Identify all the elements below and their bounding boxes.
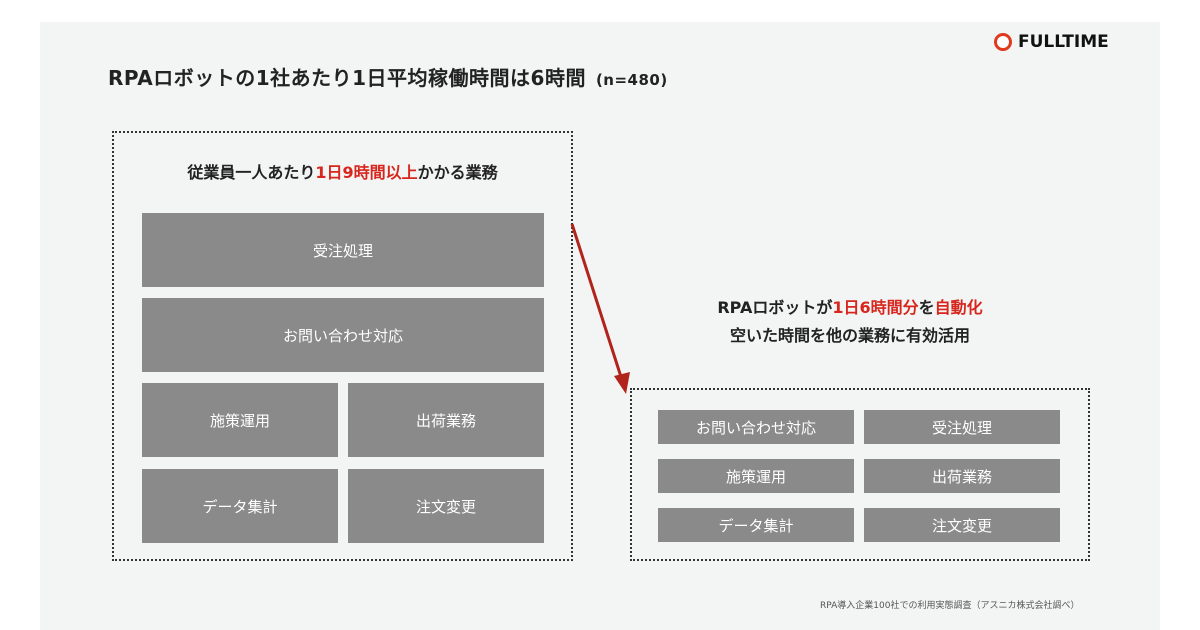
after-box: お問い合わせ対応 受注処理 施策運用 出荷業務 データ集計 注文変更 [630,388,1090,561]
before-heading: 従業員一人あたり1日9時間以上かかる業務 [114,159,571,183]
task-tile: 施策運用 [658,459,854,493]
heading-highlight: 1日9時間以上 [315,163,418,182]
msg-highlight-hours: 1日6時間分 [832,298,919,317]
msg-line2: 空いた時間を他の業務に有効活用 [729,326,970,345]
task-tile: 出荷業務 [864,459,1060,493]
footnote: RPA導入企業100社での利用実態調査（アスニカ株式会社調べ） [820,601,1080,611]
heading-pre: 従業員一人あたり [187,163,316,182]
task-tile: 注文変更 [348,469,544,543]
msg-mid: を [918,298,935,317]
msg-pre: RPAロボットが [717,298,833,317]
task-tile: お問い合わせ対応 [142,298,544,372]
automation-message: RPAロボットが1日6時間分を自動化 空いた時間を他の業務に有効活用 [640,294,1060,350]
task-tile: データ集計 [142,469,338,543]
page-title: RPAロボットの1社あたり1日平均稼働時間は6時間 (n=480) [108,62,668,91]
logo: FULLTIME [994,32,1109,52]
task-tile: データ集計 [658,508,854,542]
sample-size: (n=480) [595,71,668,89]
clock-icon [994,33,1012,51]
task-tile: 注文変更 [864,508,1060,542]
title-text: RPAロボットの1社あたり1日平均稼働時間は6時間 [108,66,586,90]
task-tile: 出荷業務 [348,383,544,457]
before-box: 従業員一人あたり1日9時間以上かかる業務 受注処理 お問い合わせ対応 施策運用 … [112,131,573,561]
task-tile: 施策運用 [142,383,338,457]
msg-highlight-auto: 自動化 [934,298,983,317]
task-tile: 受注処理 [142,213,544,287]
task-tile: お問い合わせ対応 [658,410,854,444]
logo-text: FULLTIME [1018,32,1109,52]
task-tile: 受注処理 [864,410,1060,444]
heading-post: かかる業務 [417,163,498,182]
